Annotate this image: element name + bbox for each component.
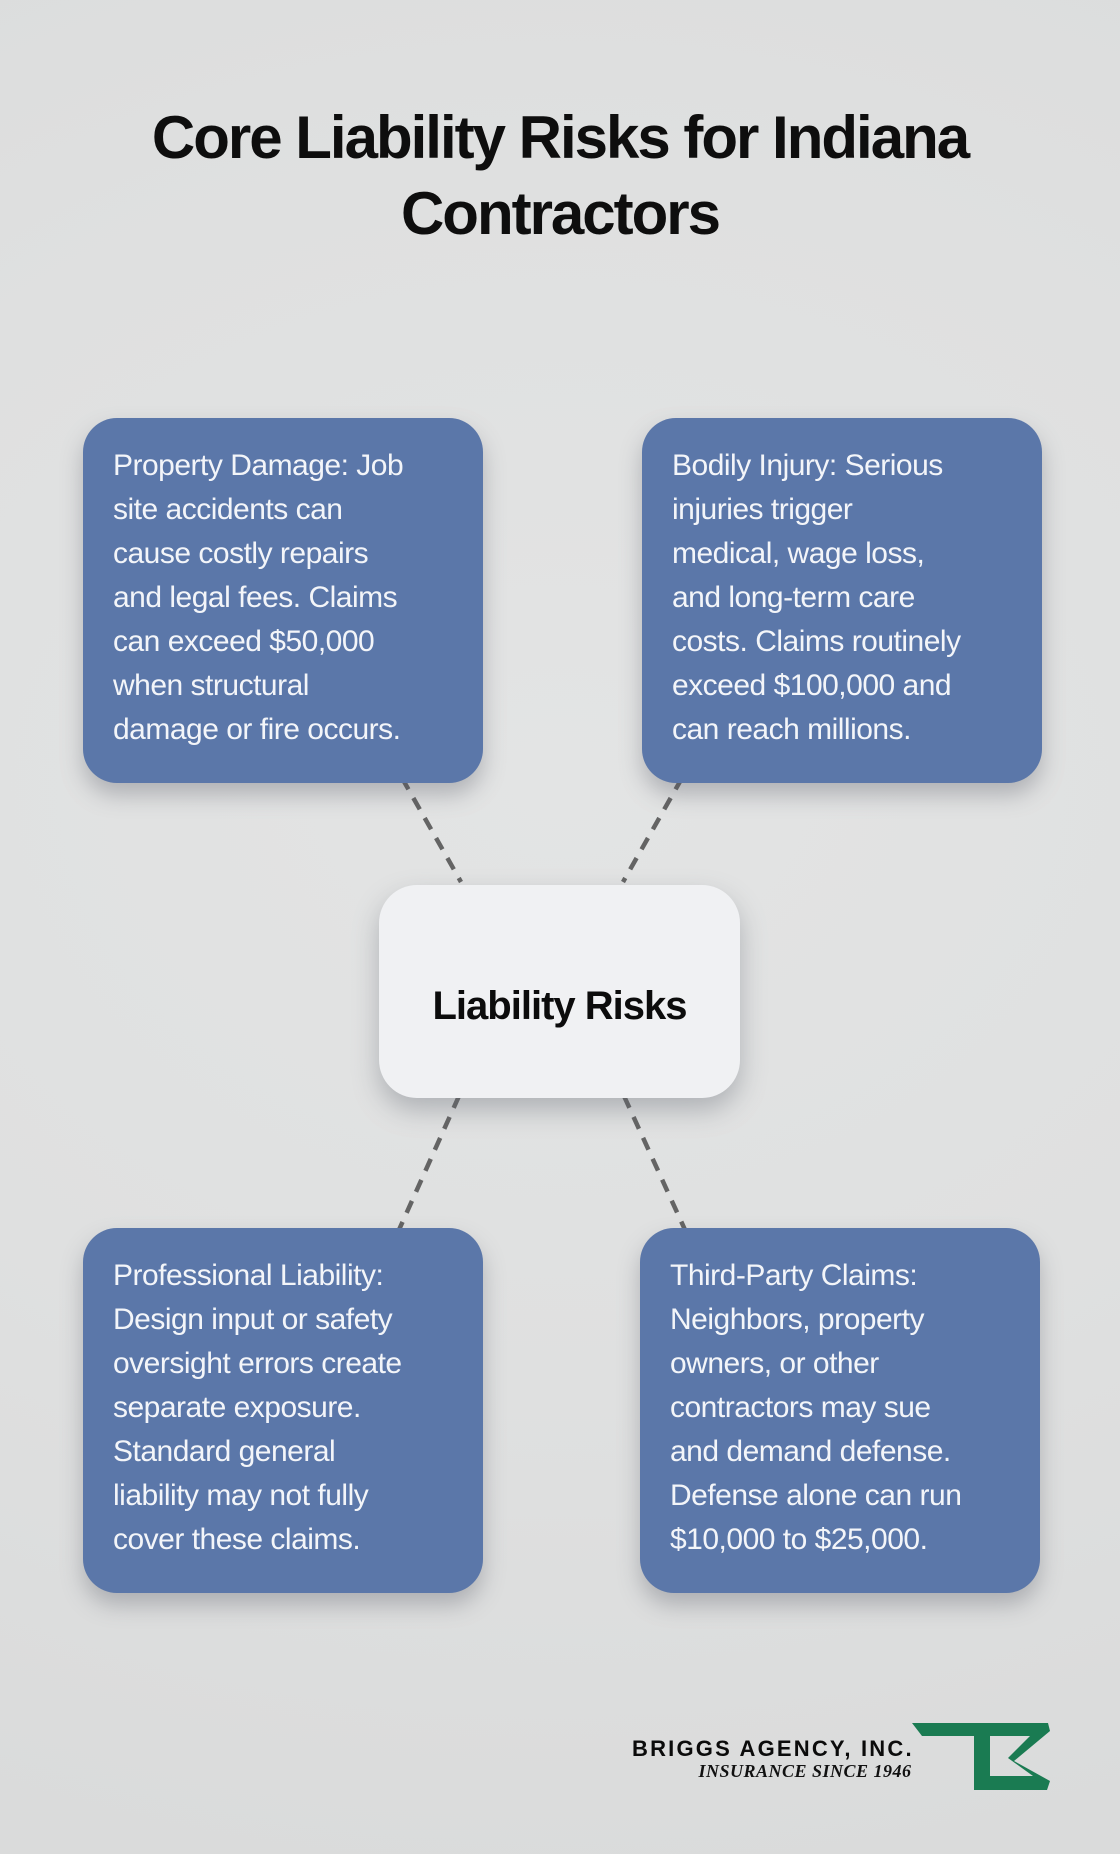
- page-title: Core Liability Risks for Indiana Contrac…: [151, 104, 970, 247]
- connector-top-right: [621, 776, 684, 884]
- risk-text-professional-liability: Professional Liability: Design input or …: [113, 1259, 402, 1556]
- risk-text-third-party-claims: Third-Party Claims: Neighbors, property …: [670, 1259, 962, 1556]
- connector-bottom-right: [621, 1095, 689, 1233]
- connector-top-left: [400, 776, 463, 884]
- risk-box-bodily-injury: Bodily Injury: Serious injuries trigger …: [642, 418, 1042, 783]
- risk-text-bodily-injury: Bodily Injury: Serious injuries trigger …: [672, 449, 961, 746]
- risk-text-property-damage: Property Damage: Job site accidents can …: [113, 449, 404, 746]
- risk-box-third-party-claims: Third-Party Claims: Neighbors, property …: [640, 1228, 1040, 1593]
- risk-box-property-damage: Property Damage: Job site accidents can …: [83, 418, 483, 783]
- logo-tagline: INSURANCE SINCE 1946: [698, 1761, 912, 1781]
- center-node: Liability Risks: [379, 885, 740, 1098]
- logo-company-name: BRIGGS AGENCY, INC.: [632, 1736, 914, 1761]
- risk-box-professional-liability: Professional Liability: Design input or …: [83, 1228, 483, 1593]
- briggs-b-mark-icon: [912, 1723, 1050, 1790]
- center-node-label: Liability Risks: [432, 984, 688, 1028]
- connector-bottom-left: [395, 1095, 462, 1233]
